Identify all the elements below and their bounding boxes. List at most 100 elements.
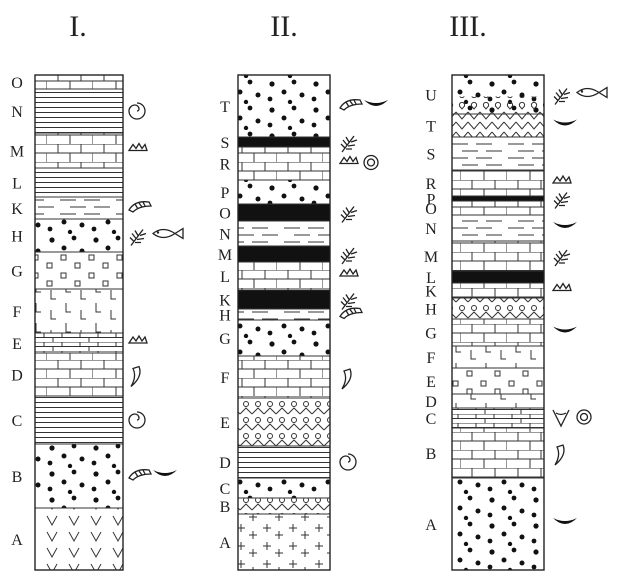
layer-f: F bbox=[13, 289, 123, 333]
layer-label: H bbox=[219, 308, 231, 325]
ammonite-icon bbox=[129, 412, 145, 428]
layer-m: M bbox=[424, 241, 570, 271]
layer-label: H bbox=[425, 302, 437, 319]
layer-label: D bbox=[219, 455, 231, 472]
layer-label: A bbox=[11, 532, 23, 549]
layer-fill bbox=[452, 408, 544, 428]
layer-d: D bbox=[219, 446, 356, 478]
layer-fill bbox=[238, 309, 330, 320]
column-II: TSRPONMLKHGFEDCBA bbox=[218, 75, 388, 570]
layer-label: C bbox=[12, 413, 23, 430]
layer-label: T bbox=[426, 119, 436, 136]
layer-label: M bbox=[218, 247, 232, 264]
layer-label: C bbox=[426, 411, 437, 428]
layer-label: D bbox=[425, 394, 437, 411]
layer-b: B bbox=[220, 498, 330, 516]
layer-label: E bbox=[220, 415, 230, 432]
layer-n: N bbox=[425, 215, 577, 241]
layer-fill bbox=[35, 333, 123, 353]
layer-fill bbox=[238, 498, 330, 514]
layer-fill bbox=[238, 246, 330, 262]
layer-k: K bbox=[11, 197, 151, 219]
tooth-icon bbox=[555, 445, 564, 465]
fern-icon bbox=[341, 136, 357, 152]
layer-label: R bbox=[426, 176, 437, 193]
layer-e: E bbox=[12, 333, 147, 353]
layer-b: B bbox=[426, 428, 564, 478]
layer-fill bbox=[238, 75, 330, 137]
layer-fill bbox=[35, 75, 123, 89]
layer-f: F bbox=[427, 346, 544, 368]
layer-fill bbox=[35, 252, 123, 289]
layer-fill bbox=[238, 320, 330, 356]
coral-icon bbox=[129, 336, 147, 343]
layer-label: N bbox=[219, 227, 231, 244]
tooth-icon bbox=[131, 367, 140, 387]
layer-fill bbox=[238, 221, 330, 246]
layer-fill bbox=[238, 180, 330, 204]
layer-h: H bbox=[11, 219, 183, 252]
layer-label: K bbox=[425, 284, 437, 301]
layer-fill bbox=[452, 283, 544, 298]
layer-fill bbox=[238, 356, 330, 398]
layer-fill bbox=[452, 319, 544, 346]
layer-label: K bbox=[11, 201, 23, 218]
clam-icon bbox=[553, 518, 577, 524]
coral-icon bbox=[340, 157, 358, 164]
layer-n: N bbox=[11, 89, 145, 133]
layer-label: O bbox=[219, 206, 231, 223]
layer-a: A bbox=[11, 508, 123, 570]
layer-c: C bbox=[12, 396, 145, 444]
clam-icon bbox=[364, 100, 388, 106]
layer-label: O bbox=[425, 201, 437, 218]
layer-label: N bbox=[425, 221, 437, 238]
clam-icon bbox=[153, 470, 177, 476]
layer-a: A bbox=[425, 478, 577, 570]
coral-icon bbox=[553, 284, 571, 291]
layer-label: B bbox=[220, 499, 231, 516]
layer-label: L bbox=[12, 176, 22, 193]
clam-icon bbox=[553, 327, 577, 333]
layer-label: L bbox=[220, 269, 230, 286]
layer-fill bbox=[35, 396, 123, 444]
layer-fill bbox=[238, 137, 330, 147]
layer-l: L bbox=[12, 168, 123, 197]
layer-fill bbox=[452, 170, 544, 196]
layer-label: E bbox=[426, 374, 436, 391]
layer-label: D bbox=[11, 368, 23, 385]
layer-label: M bbox=[424, 249, 438, 266]
layer-a: A bbox=[219, 514, 330, 570]
layer-label: N bbox=[11, 104, 23, 121]
layer-fill bbox=[35, 133, 123, 168]
layer-label: F bbox=[427, 350, 436, 367]
column-title: II. bbox=[270, 10, 297, 43]
layer-label: F bbox=[221, 370, 230, 387]
layer-fill bbox=[238, 262, 330, 290]
layer-fill bbox=[35, 219, 123, 252]
fern-icon bbox=[341, 207, 357, 223]
layer-e: E bbox=[220, 398, 330, 446]
clam-icon bbox=[553, 222, 577, 228]
layer-label: B bbox=[12, 469, 23, 486]
fish-icon bbox=[577, 88, 607, 98]
layer-m: M bbox=[10, 133, 147, 168]
layer-k: K bbox=[219, 290, 357, 310]
layer-m: M bbox=[218, 246, 357, 264]
ammonite-icon bbox=[129, 103, 145, 119]
tooth-icon bbox=[342, 369, 351, 389]
layer-label: M bbox=[10, 144, 24, 161]
fern-icon bbox=[554, 193, 570, 209]
layer-label: U bbox=[425, 88, 437, 105]
fern-icon bbox=[341, 248, 357, 264]
layer-label: G bbox=[425, 326, 437, 343]
layer-fill bbox=[35, 89, 123, 133]
layer-f: F bbox=[221, 356, 351, 398]
layer-fill bbox=[238, 398, 330, 446]
layer-fill bbox=[452, 215, 544, 241]
layer-fill bbox=[35, 289, 123, 333]
layer-fill bbox=[238, 446, 330, 478]
column-titles: I.II.III. bbox=[69, 10, 486, 43]
layer-g: G bbox=[425, 319, 577, 346]
layer-e: E bbox=[426, 368, 544, 394]
